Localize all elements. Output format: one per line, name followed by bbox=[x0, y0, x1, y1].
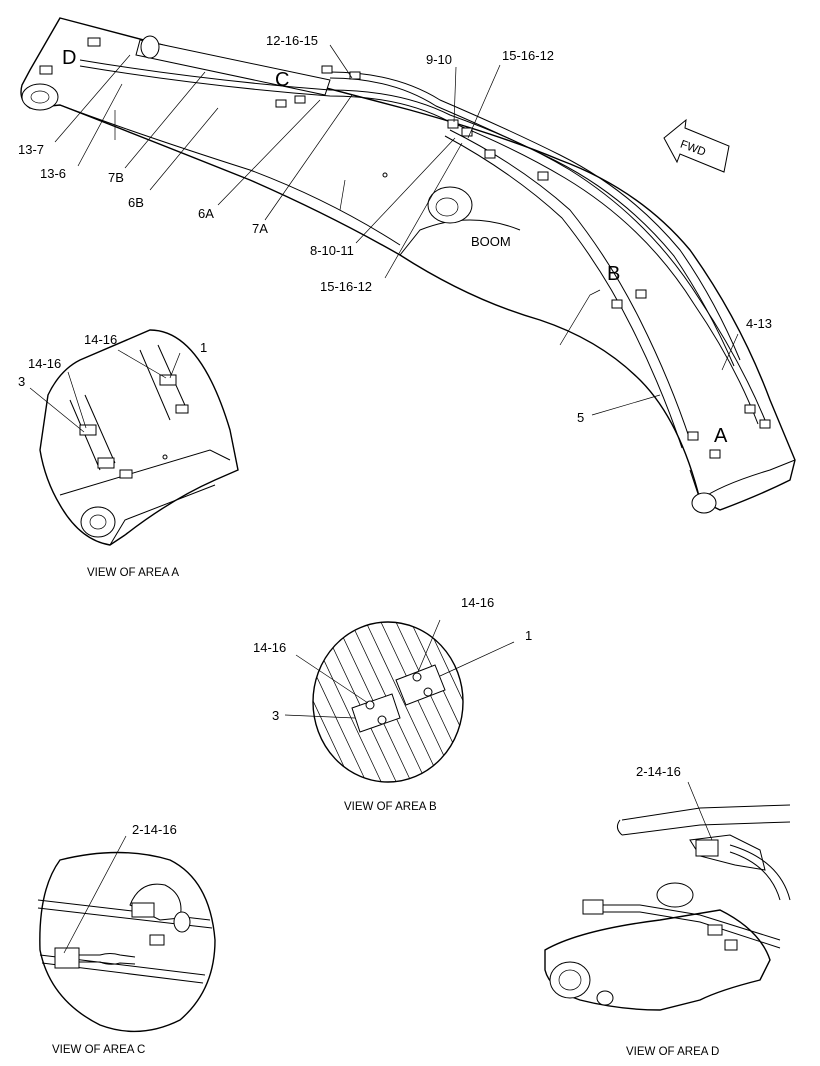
fwd-arrow-icon: FWD bbox=[663, 118, 730, 173]
caption-view-area-a: VIEW OF AREA A bbox=[87, 567, 179, 579]
callout-15-16-12-top: 15-16-12 bbox=[502, 48, 554, 63]
caption-view-area-d: VIEW OF AREA D bbox=[626, 1046, 719, 1058]
area-marker-a: A bbox=[714, 425, 728, 447]
area-b-callout-14-16-top: 14-16 bbox=[461, 595, 494, 610]
callout-4-13: 4-13 bbox=[746, 316, 772, 331]
area-a-callout-14-16-top: 14-16 bbox=[84, 332, 117, 347]
boom-assembly: FWD bbox=[20, 17, 796, 514]
callout-13-7: 13-7 bbox=[18, 142, 44, 157]
area-marker-d: D bbox=[62, 47, 76, 69]
area-d-callout-2-14-16: 2-14-16 bbox=[636, 764, 681, 779]
view-area-a bbox=[29, 329, 239, 546]
boom-label: BOOM bbox=[471, 234, 511, 249]
area-b-callout-14-16-left: 14-16 bbox=[253, 640, 286, 655]
area-c-callout-2-14-16: 2-14-16 bbox=[132, 822, 177, 837]
callout-15-16-12-mid: 15-16-12 bbox=[320, 279, 372, 294]
main-leader-lines bbox=[54, 44, 739, 416]
area-a-callout-1: 1 bbox=[200, 340, 207, 355]
area-a-callout-3: 3 bbox=[18, 374, 25, 389]
area-b-callout-1: 1 bbox=[525, 628, 532, 643]
callout-9-10: 9-10 bbox=[426, 52, 452, 67]
callout-6a: 6A bbox=[198, 206, 214, 221]
view-area-b bbox=[284, 619, 515, 783]
callout-13-6: 13-6 bbox=[40, 166, 66, 181]
callout-5: 5 bbox=[577, 410, 584, 425]
caption-view-area-c: VIEW OF AREA C bbox=[52, 1044, 145, 1056]
area-b-callout-3: 3 bbox=[272, 708, 279, 723]
callout-6b: 6B bbox=[128, 195, 144, 210]
callout-12-16-15: 12-16-15 bbox=[266, 33, 318, 48]
view-area-c bbox=[37, 835, 216, 1033]
callout-7b: 7B bbox=[108, 170, 124, 185]
view-area-d bbox=[544, 781, 791, 1011]
callout-7a: 7A bbox=[252, 221, 268, 236]
area-marker-c: C bbox=[275, 69, 289, 91]
area-marker-b: B bbox=[607, 263, 620, 285]
callout-8-10-11: 8-10-11 bbox=[310, 243, 354, 258]
area-a-callout-14-16-left: 14-16 bbox=[28, 356, 61, 371]
caption-view-area-b: VIEW OF AREA B bbox=[344, 801, 437, 813]
